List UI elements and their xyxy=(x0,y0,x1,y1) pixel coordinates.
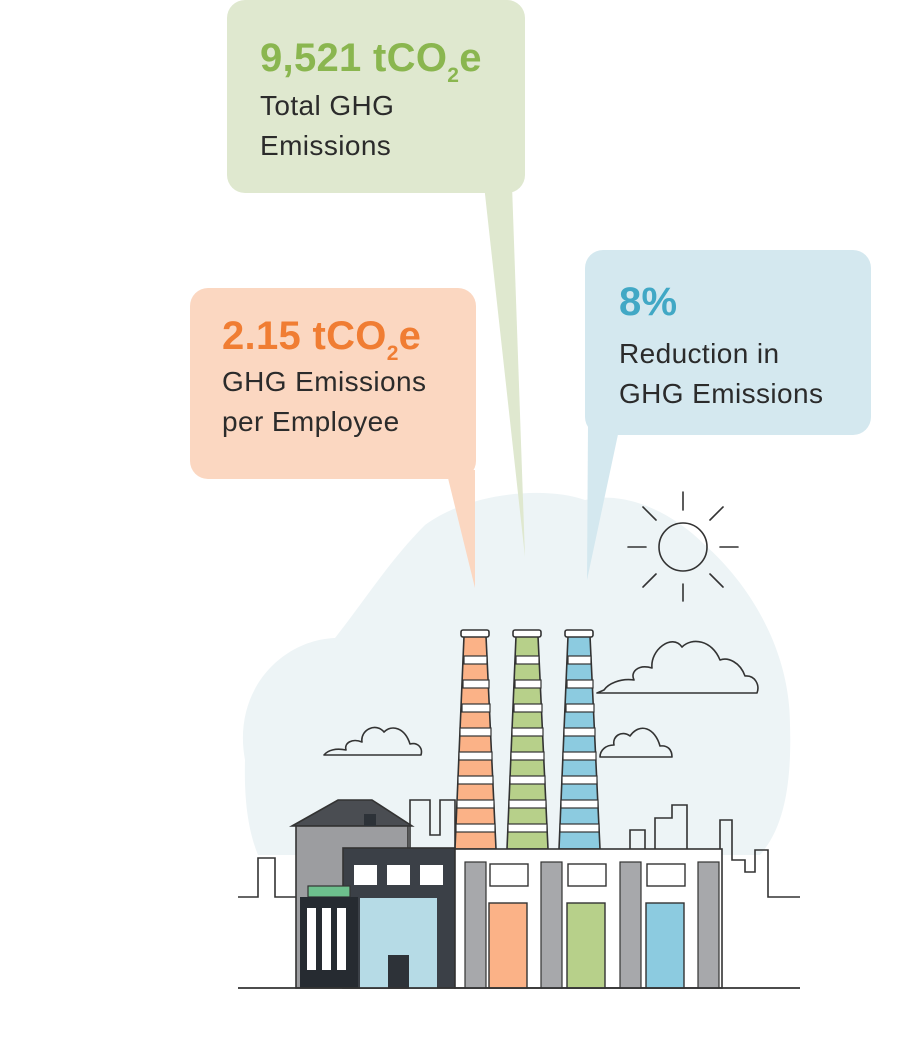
bubble-reduction xyxy=(585,250,871,580)
callout-emissions-reduction: 8% Reduction in GHG Emissions xyxy=(619,282,823,414)
per-employee-number: 2.15 tCO xyxy=(222,314,387,358)
reduction-label-line1: Reduction in xyxy=(619,338,780,369)
reduction-label: Reduction in GHG Emissions xyxy=(619,334,823,414)
callout-total-emissions: 9,521 tCO2e Total GHG Emissions xyxy=(260,38,482,166)
total-emissions-value: 9,521 tCO2e xyxy=(260,36,482,86)
sun-icon xyxy=(627,491,739,602)
per-employee-label: GHG Emissions per Employee xyxy=(222,362,426,442)
cloud-icon xyxy=(596,640,759,694)
per-employee-label-line1: GHG Emissions xyxy=(222,366,427,397)
reduction-label-line2: GHG Emissions xyxy=(619,378,824,409)
total-emissions-label-line2: Emissions xyxy=(260,130,392,161)
co2-subscript: 2 xyxy=(386,342,399,365)
total-emissions-number: 9,521 tCO xyxy=(260,36,448,80)
per-employee-unit-suffix: e xyxy=(398,314,422,358)
cloud-icon xyxy=(599,727,673,758)
total-emissions-unit-suffix: e xyxy=(459,36,482,80)
smokestack-icon xyxy=(506,629,549,850)
per-employee-label-line2: per Employee xyxy=(222,406,400,437)
bubble-per-employee xyxy=(190,288,476,588)
callout-emissions-per-employee: 2.15 tCO2e GHG Emissions per Employee xyxy=(222,316,426,442)
per-employee-value: 2.15 tCO2e xyxy=(222,314,426,364)
bubble-total xyxy=(227,0,525,557)
city-skyline xyxy=(238,799,800,898)
factory-icon xyxy=(288,799,723,989)
cloud-icon xyxy=(323,726,423,756)
total-emissions-label: Total GHG Emissions xyxy=(260,86,482,166)
reduction-value: 8% xyxy=(619,280,678,324)
total-emissions-label-line1: Total GHG xyxy=(260,90,395,121)
co2-subscript: 2 xyxy=(447,64,460,87)
